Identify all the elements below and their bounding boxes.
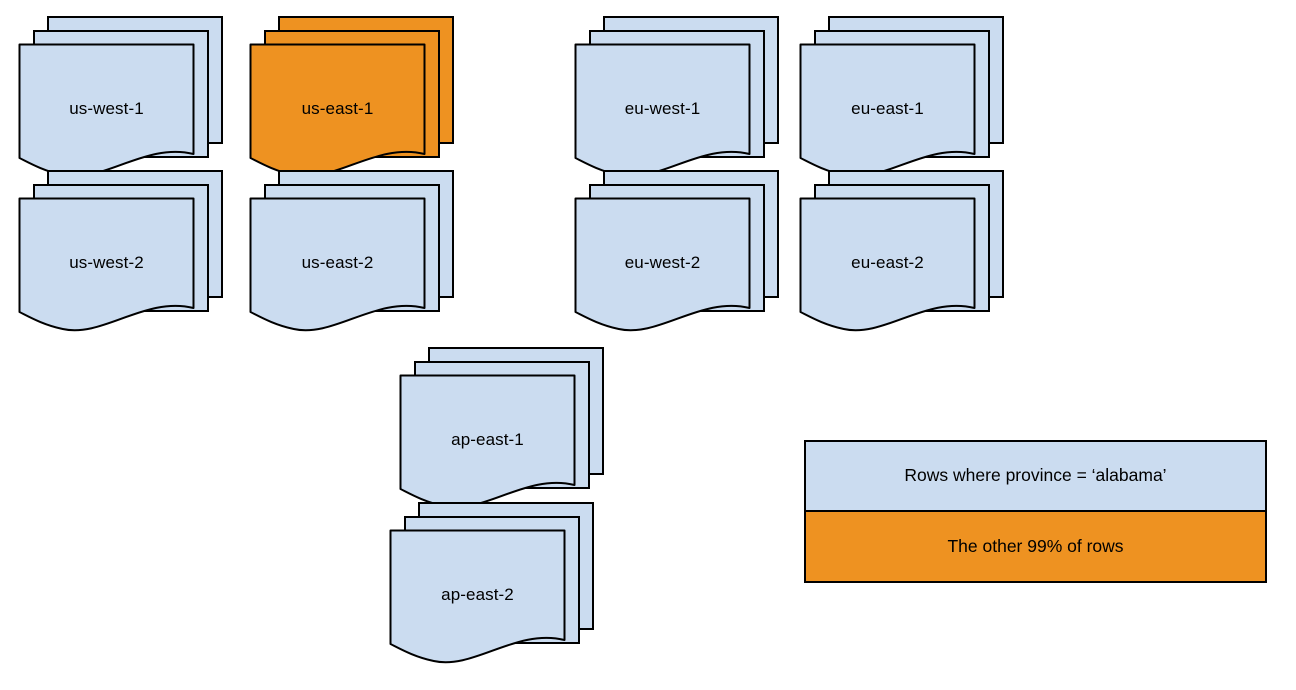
document-sheet (18, 197, 195, 332)
legend-label-other: The other 99% of rows (947, 535, 1124, 556)
document-stack-eu-east-1[interactable]: eu-east-1 (799, 16, 1010, 204)
legend: Rows where province = ‘alabama’ The othe… (804, 440, 1267, 583)
legend-row-alabama: Rows where province = ‘alabama’ (806, 442, 1265, 512)
document-stack-eu-west-2[interactable]: eu-west-2 (574, 170, 785, 358)
document-sheet (389, 529, 566, 664)
document-sheet (574, 197, 751, 332)
document-stack-eu-east-2[interactable]: eu-east-2 (799, 170, 1010, 358)
document-stack-ap-east-1[interactable]: ap-east-1 (399, 347, 610, 535)
document-stack-us-west-2[interactable]: us-west-2 (18, 170, 229, 358)
legend-label-alabama: Rows where province = ‘alabama’ (904, 465, 1167, 486)
document-stack-us-east-1[interactable]: us-east-1 (249, 16, 460, 204)
document-sheet (249, 197, 426, 332)
document-sheet (799, 197, 976, 332)
legend-row-other: The other 99% of rows (806, 511, 1265, 581)
document-stack-us-east-2[interactable]: us-east-2 (249, 170, 460, 358)
document-stack-ap-east-2[interactable]: ap-east-2 (389, 502, 600, 690)
